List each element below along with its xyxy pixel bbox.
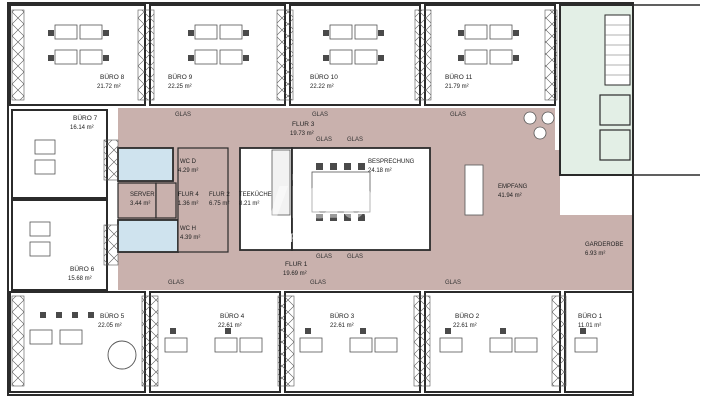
glas-label: GLAS [445, 280, 461, 286]
label-buero8-name: BÜRO 8 [100, 73, 125, 81]
label-besprechung-name: BESPRECHUNG [368, 159, 415, 165]
label-buero7-area: 16.14 m² [70, 125, 94, 131]
label-wcd-area: 4.29 m² [178, 168, 198, 174]
label-besprechung-area: 24.18 m² [368, 168, 392, 174]
watermark-brand: vidan [255, 164, 412, 231]
label-teekueche-name: TEEKÜCHE [239, 191, 272, 198]
label-server-area: 3.44 m² [130, 201, 150, 207]
room-buero6 [11, 199, 108, 291]
room-buero7 [11, 109, 108, 199]
label-buero1-area: 11.01 m² [578, 323, 601, 329]
label-buero11-name: BÜRO 11 [445, 73, 473, 81]
label-buero10-area: 22.22 m² [310, 84, 334, 90]
glas-label: GLAS [312, 112, 328, 118]
label-empfang-area: 41.94 m² [498, 193, 522, 199]
label-buero7-name: BÜRO 7 [73, 114, 98, 122]
label-flur2-name: FLUR 2 [209, 192, 230, 198]
watermark-tagline: REAL ESTATE [290, 231, 413, 245]
label-buero6-name: BÜRO 6 [70, 265, 95, 273]
elevator-1 [599, 94, 631, 126]
label-flur2-area: 6.75 m² [209, 201, 229, 207]
label-teekueche-area: 8.21 m² [239, 201, 259, 207]
glas-label: GLAS [450, 112, 466, 118]
label-buero6-area: 15.68 m² [68, 276, 92, 282]
label-flur4-name: FLUR 4 [178, 192, 199, 198]
room-flur4 [155, 182, 177, 219]
glas-label: GLAS [347, 254, 363, 260]
label-flur1-area: 19.69 m² [283, 271, 307, 277]
glas-label: GLAS [168, 280, 184, 286]
room-buero9 [149, 4, 286, 106]
label-server-name: SERVER [130, 192, 155, 198]
glas-label: GLAS [310, 280, 326, 286]
room-buero10 [289, 4, 421, 106]
label-flur4-area: 1.36 m² [178, 201, 198, 207]
label-garderobe-area: 6.93 m² [585, 251, 605, 257]
meeting-table [311, 171, 371, 213]
label-wch-area: 4.39 m² [180, 235, 200, 241]
kitchen-counter [271, 149, 291, 216]
glas-label: GLAS [175, 112, 191, 118]
lounge-chair-1 [523, 111, 537, 125]
glas-label: GLAS [316, 254, 332, 260]
label-flur3-area: 19.73 m² [290, 131, 314, 137]
label-buero4-name: BÜRO 4 [220, 312, 245, 320]
lounge-chair-2 [541, 111, 555, 125]
label-buero4-area: 22.61 m² [218, 323, 242, 329]
label-flur3-name: FLUR 3 [292, 121, 315, 128]
label-buero10-name: BÜRO 10 [310, 73, 338, 81]
label-wcd-name: WC D [180, 159, 197, 165]
office-chairs [40, 30, 586, 334]
office-furniture [29, 24, 598, 353]
label-buero9-area: 22.25 m² [168, 84, 192, 90]
meeting-chairs [316, 163, 365, 221]
glass-partitions [11, 9, 567, 387]
reception-desk [464, 164, 484, 216]
label-flur1-name: FLUR 1 [285, 261, 308, 268]
room-buero8 [9, 4, 146, 106]
label-buero8-area: 21.72 m² [97, 84, 121, 90]
label-buero5-name: BÜRO 5 [100, 312, 125, 320]
label-buero2-name: BÜRO 2 [455, 312, 480, 320]
label-wch-name: WC H [180, 226, 196, 232]
label-buero2-area: 22.61 m² [453, 323, 477, 329]
label-buero9-name: BÜRO 9 [168, 73, 193, 81]
stair-steps-icon [605, 24, 630, 76]
label-garderobe-name: GARDEROBE [585, 242, 623, 248]
lounge-table [533, 126, 547, 140]
label-buero1-name: BÜRO 1 [578, 312, 603, 320]
elevator-2 [599, 129, 631, 161]
label-buero11-area: 21.79 m² [445, 84, 469, 90]
stair-inner [604, 14, 631, 86]
glas-label: GLAS [316, 137, 332, 143]
glas-label: GLAS [347, 137, 363, 143]
label-buero5-area: 22.05 m² [98, 323, 122, 329]
label-empfang-name: EMPFANG [498, 184, 528, 190]
round-table [107, 340, 137, 370]
room-wcd [117, 147, 174, 182]
room-flur2 [177, 147, 229, 253]
label-buero3-area: 22.61 m² [330, 323, 354, 329]
room-wch [117, 219, 179, 253]
label-buero3-name: BÜRO 3 [330, 312, 355, 320]
